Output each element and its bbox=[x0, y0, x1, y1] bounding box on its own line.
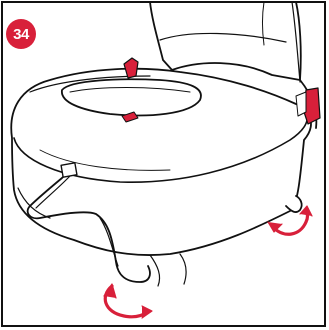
rotate-arrow-icon bbox=[104, 284, 152, 318]
step-number-badge: 34 bbox=[6, 19, 36, 49]
seat-backrest bbox=[150, 2, 301, 80]
